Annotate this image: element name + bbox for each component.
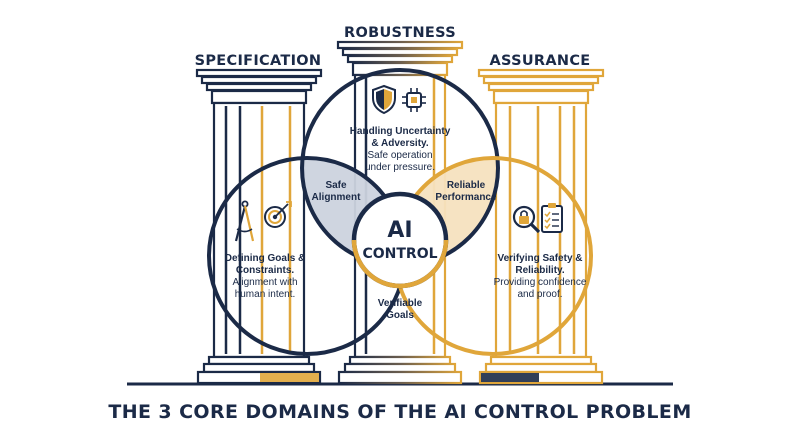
- magnifier-lock-icon: [512, 205, 541, 234]
- center-label-control: CONTROL: [362, 246, 437, 262]
- assurance-desc-line2: Reliability.: [515, 265, 564, 276]
- robustness-desc-line4: under pressure.: [365, 162, 435, 173]
- specification-desc-line4: human intent.: [235, 289, 296, 300]
- heading-assurance: ASSURANCE: [490, 53, 591, 69]
- robustness-desc-line3: Safe operation: [367, 150, 432, 161]
- diagram-title: THE 3 CORE DOMAINS OF THE AI CONTROL PRO…: [108, 401, 691, 423]
- robustness-desc-line2: & Adversity.: [371, 138, 428, 149]
- center-label-ai: AI: [387, 218, 412, 243]
- reliable-performance-line1: Reliable: [447, 180, 486, 191]
- assurance-desc-line4: and proof.: [517, 289, 562, 300]
- checklist-icon: [541, 203, 563, 233]
- reliable-performance-line2: Performance: [435, 192, 497, 203]
- compass-icon: [234, 200, 255, 242]
- robustness-desc-line1: Handling Uncertainty: [350, 126, 451, 137]
- specification-desc-line2: Constraints.: [236, 265, 295, 276]
- chip-icon: [402, 88, 426, 112]
- center-circle-gold-arc: [351, 239, 449, 289]
- assurance-desc-line3: Providing confidence: [494, 277, 587, 288]
- target-icon: [264, 201, 292, 228]
- safe-alignment-line1: Safe: [325, 180, 347, 191]
- assurance-desc-line1: Verifying Safety &: [497, 253, 582, 264]
- specification-desc-line1: Defining Goals &: [225, 253, 306, 264]
- specification-desc-line3: Alignment with: [232, 277, 297, 288]
- verifiable-goals-line1: Verifiable: [378, 298, 423, 309]
- shield-icon: [372, 84, 396, 115]
- heading-robustness: ROBUSTNESS: [344, 25, 456, 41]
- heading-specification: SPECIFICATION: [195, 53, 322, 69]
- safe-alignment-line2: Alignment: [312, 192, 362, 203]
- verifiable-goals-line2: Goals: [386, 310, 414, 321]
